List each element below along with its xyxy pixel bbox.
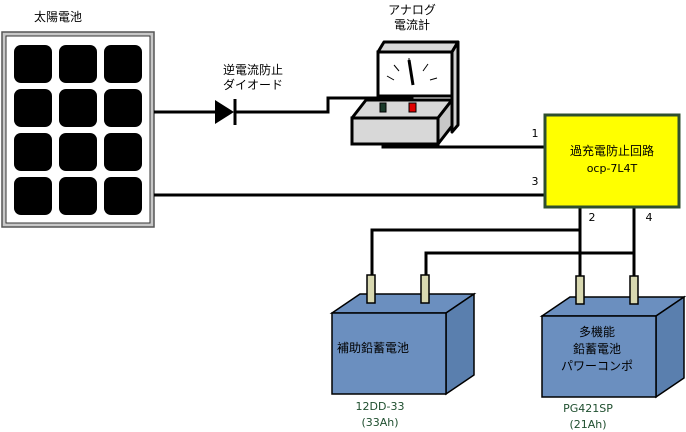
main-battery: 多機能 鉛蓄電池 パワーコンポ PG421SP (21Ah) (539, 275, 686, 431)
aux-battery-model: 12DD-33 (356, 400, 405, 413)
ammeter-dial (376, 50, 454, 98)
aux-battery-body (331, 312, 447, 395)
wire-to-aux-positive (424, 251, 634, 282)
solar-cell (104, 89, 142, 127)
diode-label-1: 逆電流防止 (223, 62, 283, 77)
ammeter-base (350, 116, 440, 146)
controller-model: ocp-7L4T (587, 162, 638, 175)
solar-cell (59, 89, 97, 127)
terminal-3-label: 3 (532, 175, 539, 188)
aux-battery-positive-post (420, 274, 430, 304)
solar-cell (104, 177, 142, 215)
solar-cell (59, 45, 97, 83)
terminal-2-label: 2 (589, 211, 596, 224)
aux-battery-negative-post (366, 274, 376, 304)
main-battery-positive-post (629, 275, 639, 305)
ammeter-label-1: アナログ (388, 3, 436, 17)
solar-cells (14, 45, 142, 215)
solar-cell (59, 177, 97, 215)
controller-box (543, 113, 681, 209)
terminal-1-label: 1 (532, 127, 539, 140)
ammeter-needle (407, 59, 415, 86)
main-battery-label-1: 多機能 (579, 324, 615, 339)
solar-panel-label: 太陽電池 (34, 9, 82, 24)
solar-cell (104, 133, 142, 171)
wire-to-aux-negative (370, 228, 580, 282)
aux-battery: 補助鉛蓄電池 12DD-33 (33Ah) (329, 274, 477, 429)
analog-ammeter: アナログ 電流計 (350, 3, 460, 146)
ammeter-label-2: 電流計 (394, 17, 430, 32)
main-battery-label-3: パワーコンポ (561, 359, 633, 373)
diode-label-2: ダイオード (223, 77, 283, 92)
main-battery-model: PG421SP (563, 402, 613, 415)
main-battery-body (541, 315, 657, 398)
aux-battery-label: 補助鉛蓄電池 (337, 341, 409, 355)
main-battery-capacity: (21Ah) (569, 418, 606, 431)
overcharge-controller: 過充電防止回路 ocp-7L4T 1 2 3 4 (532, 113, 681, 224)
diode: 逆電流防止 ダイオード (215, 62, 283, 125)
terminal-4-label: 4 (646, 211, 653, 224)
solar-cell (59, 133, 97, 171)
diode-triangle-icon (215, 100, 234, 124)
main-battery-negative-post (575, 275, 585, 305)
solar-cell (14, 177, 52, 215)
ammeter-negative-terminal (379, 102, 387, 113)
controller-label: 過充電防止回路 (570, 143, 654, 158)
solar-panel: 太陽電池 (1, 9, 155, 228)
aux-battery-capacity: (33Ah) (361, 416, 398, 429)
solar-cell (14, 89, 52, 127)
ammeter-positive-terminal (408, 102, 417, 113)
solar-cell (14, 45, 52, 83)
main-battery-label-2: 鉛蓄電池 (573, 342, 621, 356)
solar-cell (104, 45, 142, 83)
solar-cell (14, 133, 52, 171)
